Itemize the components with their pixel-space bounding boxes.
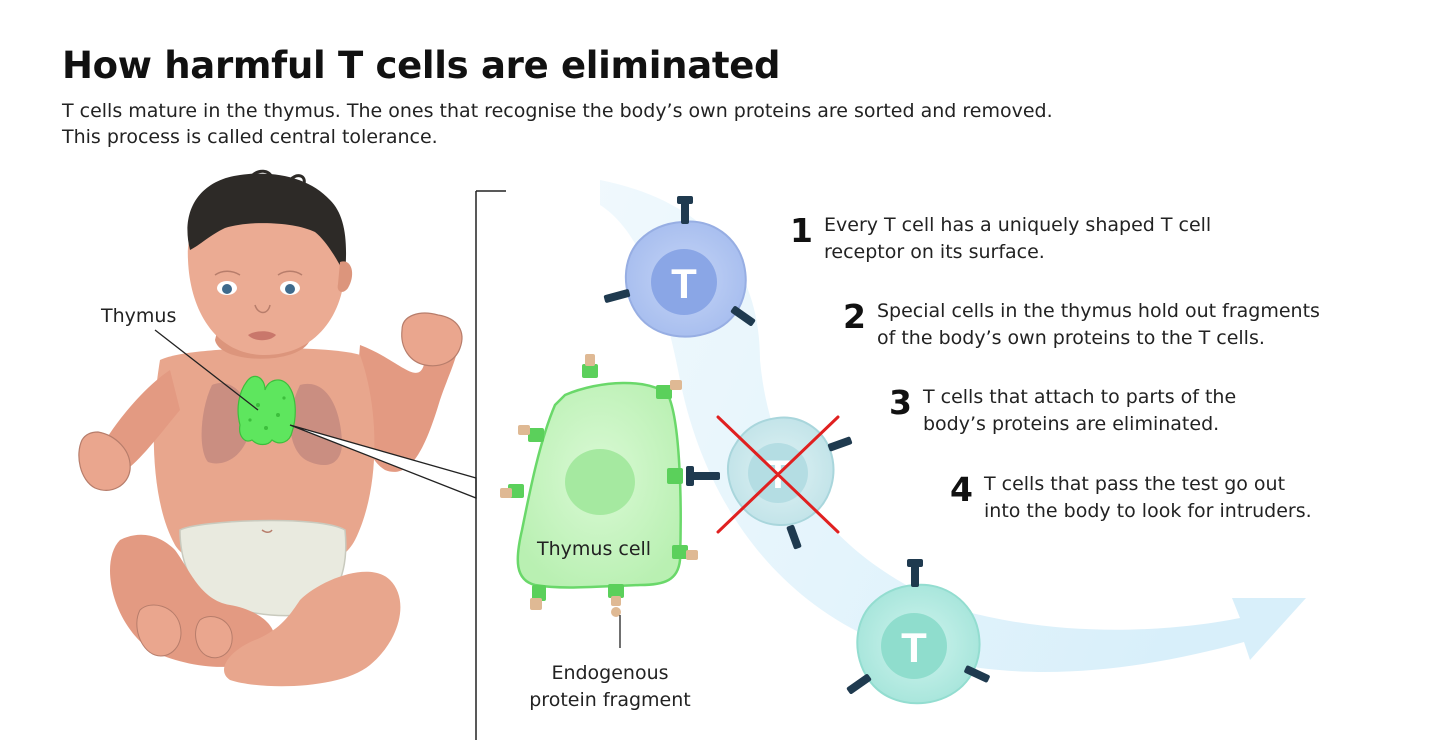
t-cell-2-letter: T <box>901 624 927 671</box>
step-2: 2 Special cells in the thymus hold out f… <box>843 298 1320 352</box>
step-4-line-2: into the body to look for intruders. <box>984 500 1312 522</box>
step-1-number: 1 <box>790 211 813 250</box>
step-4-number: 4 <box>950 470 973 509</box>
subtitle-line-2: This process is called central tolerance… <box>62 126 438 148</box>
thymus-cell-label: Thymus cell <box>537 538 652 560</box>
hair <box>187 173 347 275</box>
page-title: How harmful T cells are eliminated <box>62 44 781 87</box>
step-1-text: Every T cell has a uniquely shaped T cel… <box>824 212 1211 266</box>
step-4-text: T cells that pass the test go out into t… <box>984 471 1312 525</box>
thymus-cell-nucleus <box>565 449 635 515</box>
step-2-text: Special cells in the thymus hold out fra… <box>877 298 1320 352</box>
step-2-line-1: Special cells in the thymus hold out fra… <box>877 300 1320 322</box>
thymus-pointer-line <box>154 329 259 411</box>
protein-fragment-label-line-2: protein fragment <box>529 689 691 711</box>
t-cell-mature: T <box>846 559 990 705</box>
step-3-text: T cells that attach to parts of the body… <box>923 384 1236 438</box>
elimination-cross <box>716 415 840 534</box>
step-3-line-1: T cells that attach to parts of the <box>923 386 1237 408</box>
thymus-cell <box>500 354 698 648</box>
step-2-line-2: of the body’s own proteins to the T cell… <box>877 327 1265 349</box>
t-cell-immature: T <box>603 196 756 338</box>
thymus-label: Thymus <box>101 305 177 327</box>
baby-illustration <box>78 169 463 687</box>
step-4: 4 T cells that pass the test go out into… <box>950 471 1312 525</box>
mhc-receptors <box>500 354 698 617</box>
page-subtitle: T cells mature in the thymus. The ones t… <box>62 98 1053 150</box>
step-3-line-2: body’s proteins are eliminated. <box>923 413 1220 435</box>
step-1-line-2: receptor on its surface. <box>824 241 1045 263</box>
eliminated-t-cell: T <box>716 415 853 550</box>
step-4-line-1: T cells that pass the test go out <box>984 473 1286 495</box>
step-1-line-1: Every T cell has a uniquely shaped T cel… <box>824 214 1212 236</box>
subtitle-line-1: T cells mature in the thymus. The ones t… <box>62 100 1053 122</box>
protein-fragment-label: Endogenous protein fragment <box>500 660 720 714</box>
t-cell-1-letter: T <box>671 260 697 307</box>
migration-arrow <box>600 180 1306 672</box>
protein-fragment-label-line-1: Endogenous <box>551 662 669 684</box>
step-2-number: 2 <box>843 297 866 336</box>
step-3: 3 T cells that attach to parts of the bo… <box>889 384 1236 438</box>
step-3-number: 3 <box>889 383 912 422</box>
step-1: 1 Every T cell has a uniquely shaped T c… <box>790 212 1211 266</box>
thymus-organ <box>237 375 296 446</box>
binding-receptor <box>686 466 720 486</box>
